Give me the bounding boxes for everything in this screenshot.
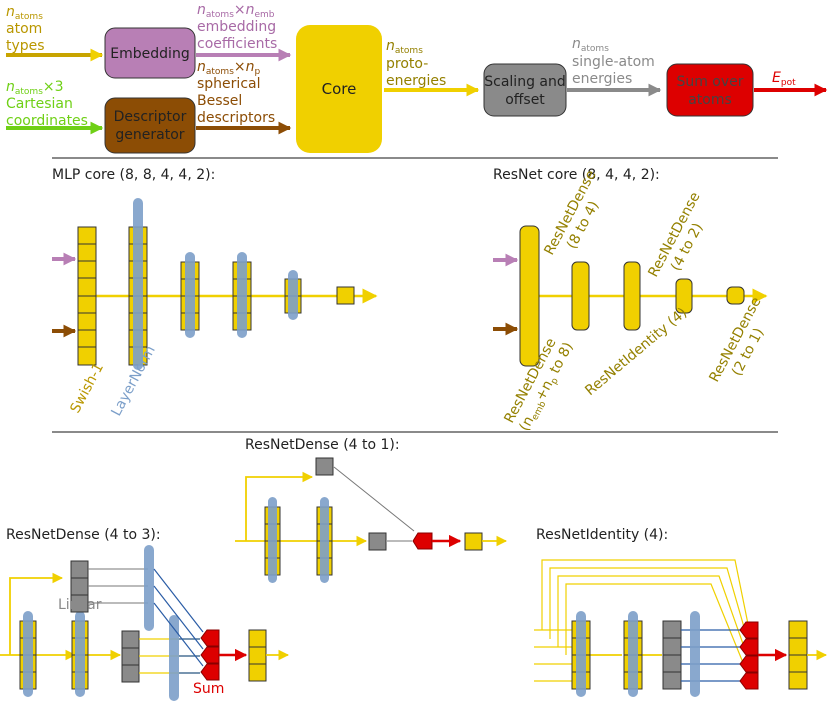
mlp-layer-3 [180,252,200,338]
resnetdense-4to1-title: ResNetDense (4 to 1): [245,437,400,453]
embedding-label: Embedding [110,46,189,62]
scaling-label2: offset [505,92,545,108]
embedding-output-label: natoms×nemb [197,2,275,20]
scaling-label: Scaling and [484,74,566,90]
resnet-block-2 [571,261,590,331]
input-atom-types-text2: types [6,38,45,54]
core-box [296,25,382,153]
swish-label: Swish-1 [67,360,107,416]
resnet-label-input: ResNetDense (nemb+np to 8) [501,336,576,434]
sum-box [666,63,754,117]
mlp-layer-2 [128,198,148,370]
resnet-block-4 [675,278,693,314]
core-label: Core [322,80,357,98]
resnet-block-5 [726,286,745,305]
epot-label: Epot [772,70,796,88]
resnetdense-4to1: ResNetDense (4 to 1): [235,437,508,583]
embedding-box [104,27,196,79]
descriptor-output-text2: Bessel [197,93,242,109]
resnetdense-4to3: ResNetDense (4 to 3): Linear Sum [0,527,290,701]
descriptor-label: Descriptor [114,109,187,125]
scaling-output-text2: energies [572,71,632,87]
input-coordinates-label: natoms×3 [6,79,64,97]
linear-node-4to1 [315,457,334,476]
resnetdense-4to3-title: ResNetDense (4 to 3): [6,527,161,543]
resnet-label-4to2: ResNetDense (4 to 2) [645,190,706,280]
layernorm-bar [133,198,143,370]
core-output-text2: energies [386,73,446,89]
resnet-label-2to1: ResNetDense (2 to 1) [706,295,767,385]
resnet-block-1 [519,225,540,367]
mlp-core-title: MLP core (8, 8, 4, 4, 2): [52,167,215,183]
resnetidentity-title: ResNetIdentity (4): [536,527,668,543]
core-output-text: proto- [386,56,428,72]
mlp-layer-5 [284,270,302,320]
linear-label: Linear [58,597,102,613]
mlp-output-node [336,286,355,305]
scaling-output-label: natoms [572,36,609,54]
descriptor-box [104,97,196,154]
resnet-core-title: ResNet core (8, 4, 4, 2): [493,167,660,183]
descriptor-label2: generator [115,127,184,143]
resnet-block-3 [623,261,641,331]
descriptor-output-label: natoms×np [197,59,261,77]
input-coordinates-text: Cartesian [6,96,73,112]
descriptor-output-text3: descriptors [197,110,275,126]
sum-nodes-identity [739,621,759,690]
sum-label: Sum [193,681,224,697]
input-atom-types-text: atom [6,21,42,37]
input-atom-types-label: natoms [6,4,43,22]
sum-label2: atoms [688,92,732,108]
scaling-box [483,63,567,117]
top-pipeline: natoms atom types natoms×3 Cartesian coo… [6,2,828,154]
embedding-output-text2: coefficients [197,36,277,52]
core-output-label: natoms [386,38,423,56]
mlp-core: MLP core (8, 8, 4, 4, 2): [52,167,378,419]
sum-nodes-4to3 [200,629,220,681]
scaling-output-text: single-atom [572,54,655,70]
embedding-output-text: embedding [197,19,276,35]
resnetidentity-4: ResNetIdentity (4): [534,527,828,697]
sum-label: Sum over [676,74,743,90]
input-coordinates-text2: coordinates [6,113,88,129]
resnet-core: ResNet core (8, 4, 4, 2): ResNetDense (8… [493,167,768,434]
descriptor-output-text: spherical [197,76,260,92]
mlp-layer-1 [77,226,97,366]
mlp-layer-4 [232,252,252,338]
